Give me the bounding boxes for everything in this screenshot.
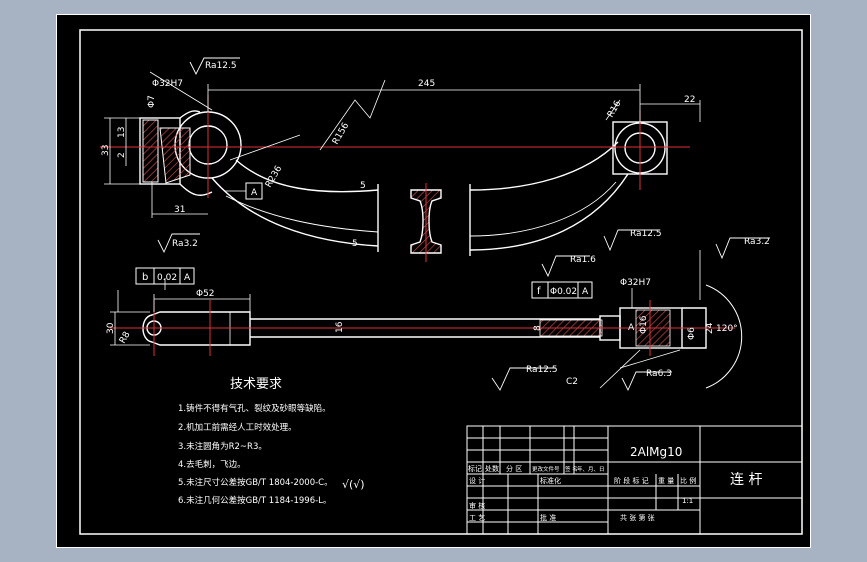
sheet-inner-border [79, 29, 803, 535]
dim-c2: C2 [566, 377, 578, 387]
roughness-ra125-low: Ra12.5 [526, 365, 558, 375]
tech-item-3: 3.未注圆角为R2~R3。 [178, 441, 267, 452]
dim-phi52: Φ52 [196, 289, 215, 299]
tolerance-frame-b [135, 267, 195, 285]
tb-approve: 批 准 [540, 513, 556, 522]
roughness-ra16: Ra1.6 [570, 255, 596, 265]
dim-5a: 5 [360, 181, 366, 191]
dim-phi7: Φ7 [147, 95, 157, 108]
tb-standard: 标准化 [540, 476, 561, 485]
tb-scale-val: 1:1 [682, 497, 693, 505]
dim-33: 33 [101, 145, 111, 156]
tb-designer: 设 计 [469, 476, 485, 485]
roughness-symbols-bottom [491, 229, 770, 392]
dim-31: 31 [174, 205, 185, 215]
tb-h-sign: 签 名 [565, 465, 578, 473]
tb-part-name: 连 杆 [730, 472, 762, 488]
title-block [466, 425, 803, 535]
tol-f-value: Φ0.02 [550, 287, 577, 297]
roughness-ra32-right: Ra3.2 [744, 237, 770, 247]
dim-16: 16 [335, 321, 345, 333]
bottom-dimension-lines [110, 250, 701, 389]
tb-stage-mark: 阶 段 标 记 [614, 476, 649, 485]
dim-24: 24 [705, 322, 715, 334]
roughness-ra125-top: Ra12.5 [205, 61, 237, 71]
tb-sheet: 共 张 第 张 [620, 513, 655, 522]
tb-weight: 重 量 [658, 477, 674, 485]
tol-f-symbol: f [537, 286, 541, 297]
top-center-lines [100, 95, 690, 262]
tb-h-zone: 分 区 [506, 464, 522, 473]
dim-phi6: Φ6 [687, 327, 697, 340]
tb-scale: 比 例 [680, 476, 696, 485]
dim-phi32h7-bottom: Φ32H7 [620, 278, 651, 288]
tb-h-mark: 标记 [468, 464, 482, 473]
datum-a-top: A [251, 188, 258, 198]
roughness-mark: √(√) [342, 478, 365, 491]
connecting-rod-top-view [139, 110, 668, 256]
left-flange-hatch [142, 119, 159, 183]
tb-h-date: 年、月、日 [577, 465, 605, 473]
tech-items: 1.铸件不得有气孔、裂纹及砂眼等缺陷。 2.机加工前需经人工时效处理。 3.未注… [178, 403, 333, 506]
arm-lower-contour-left [211, 177, 379, 247]
tech-item-2: 2.机加工前需经人工时效处理。 [178, 422, 297, 433]
sheet-outer-border [56, 14, 811, 548]
arm-lower-contour-right [469, 173, 629, 251]
tb-review: 审 核 [469, 501, 485, 510]
dim-2: 2 [117, 152, 127, 158]
dim-120deg: 120° [716, 324, 738, 334]
roughness-texts-bottom: Ra12.5 Ra1.6 Ra3.2 Ra12.5 Ra6.3 [526, 229, 770, 379]
arm-upper-contour-left [235, 159, 379, 193]
dim-8: 8 [533, 325, 543, 331]
arm-rib-right [469, 181, 617, 237]
dim-22: 22 [684, 95, 695, 105]
roughness-ra32-left: Ra3.2 [172, 239, 198, 249]
tech-item-4: 4.去毛刺，飞边。 [178, 459, 246, 470]
angle-arc-120 [705, 284, 743, 389]
tb-h-count: 处数 [485, 464, 499, 473]
tol-f-datum: A [582, 287, 589, 297]
title-block-texts: 2AlMg10 连 杆 标记 处数 分 区 更改文件号 签 名 年、月、日 设 … [468, 445, 762, 522]
dim-245: 245 [418, 79, 435, 89]
dim-30: 30 [106, 322, 116, 334]
tech-title: 技术要求 [230, 377, 282, 392]
dim-5b: 5 [352, 239, 358, 249]
tb-material: 2AlMg10 [630, 445, 682, 459]
tb-craft: 工 艺 [469, 514, 485, 522]
tol-b-value: 0.02 [157, 273, 177, 283]
tolerance-frame-f [531, 281, 593, 299]
roughness-ra63: Ra6.3 [646, 369, 672, 379]
dim-phi32h7: Φ32H7 [152, 79, 183, 89]
drawing-sheet [56, 14, 811, 548]
tech-item-1: 1.铸件不得有气孔、裂纹及砂眼等缺陷。 [178, 403, 331, 414]
tol-b-datum: A [184, 273, 191, 283]
tech-item-6: 6.未注几何公差按GB/T 1184-1996-L。 [178, 495, 331, 506]
tech-item-5: 5.未注尺寸公差按GB/T 1804-2000-C。 [178, 477, 333, 488]
arm-upper-contour-right [469, 141, 619, 191]
left-boss-hatch [159, 127, 191, 184]
arm-rib-left [225, 195, 379, 233]
datum-a-bottom: A [628, 323, 635, 333]
left-flange-link [179, 110, 213, 196]
dim-phi16: Φ16 [639, 315, 649, 334]
roughness-symbols-top [157, 57, 240, 254]
tb-h-docno: 更改文件号 [532, 465, 560, 473]
top-dimension-lines [104, 71, 701, 218]
roughness-ra125-mid: Ra12.5 [630, 229, 662, 239]
tol-b-symbol: b [142, 272, 148, 283]
dim-13: 13 [117, 127, 127, 138]
